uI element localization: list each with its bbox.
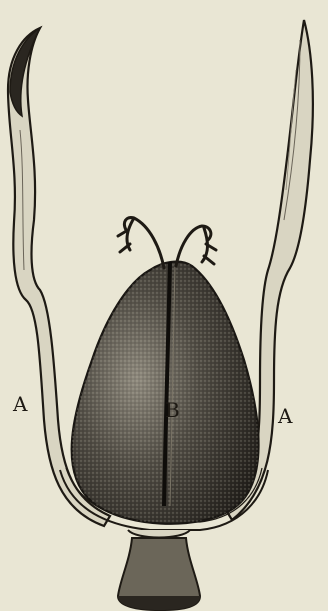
label-a-right: A [278,406,292,426]
left-style [118,218,164,268]
label-a-left: A [13,394,27,414]
label-b: B [165,400,180,420]
right-style [176,226,216,266]
